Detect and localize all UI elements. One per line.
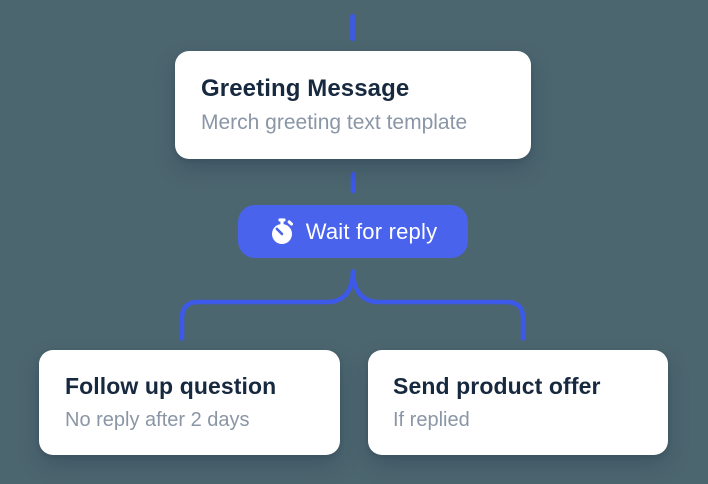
wait-pill-label: Wait for reply xyxy=(305,218,438,244)
connector-brace-left xyxy=(179,269,356,341)
node-send-product-offer[interactable]: Send product offer If replied xyxy=(368,350,668,455)
node-title: Greeting Message xyxy=(201,74,410,102)
node-wait-for-reply[interactable]: Wait for reply xyxy=(238,205,468,258)
node-title: Send product offer xyxy=(393,373,601,400)
node-follow-up-question[interactable]: Follow up question No reply after 2 days xyxy=(39,350,340,455)
connector-brace-right xyxy=(350,269,526,341)
node-title: Follow up question xyxy=(65,373,277,400)
node-greeting-message[interactable]: Greeting Message Merch greeting text tem… xyxy=(175,51,531,159)
node-subtitle: If replied xyxy=(393,408,470,431)
node-subtitle: Merch greeting text template xyxy=(201,111,468,135)
stopwatch-icon xyxy=(271,218,293,244)
node-subtitle: No reply after 2 days xyxy=(65,408,250,431)
